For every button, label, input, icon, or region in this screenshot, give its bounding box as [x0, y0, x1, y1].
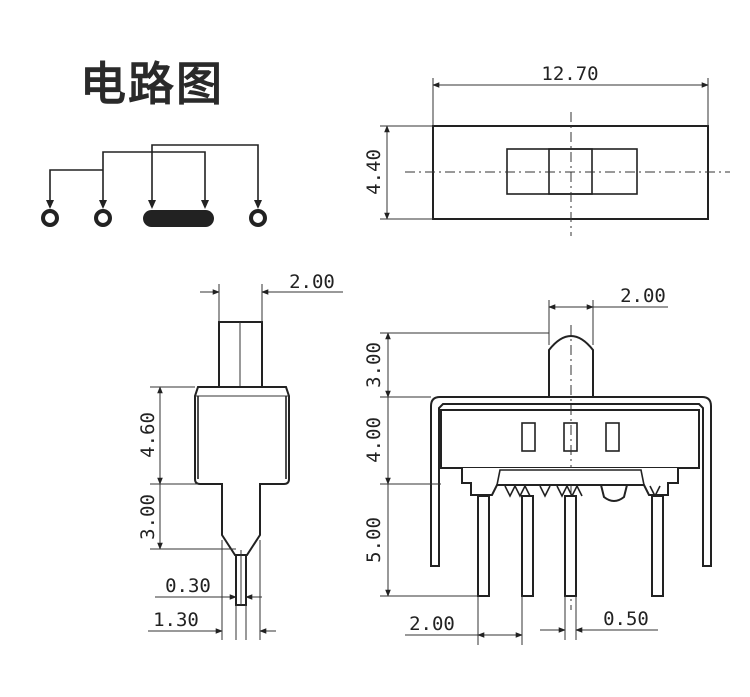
dim-pin-pitch: 2.00 — [409, 613, 455, 635]
terminal-2-icon — [94, 209, 112, 227]
page-title: 电路图 — [80, 57, 224, 111]
dim-top-height: 4.40 — [363, 149, 385, 195]
dim-pin-width: 0.50 — [603, 608, 649, 630]
dim-front-pin-length: 5.00 — [363, 517, 385, 563]
dim-side-pin-thickness: 0.30 — [165, 575, 211, 597]
slider-contact-icon — [143, 210, 214, 227]
dim-front-actuator-width: 2.00 — [620, 285, 666, 307]
dim-side-pin-taper: 3.00 — [137, 494, 159, 540]
terminal-4-icon — [249, 209, 267, 227]
side-view: 2.00 4.60 3.00 0.30 1.30 — [137, 271, 343, 640]
terminal-1-icon — [41, 209, 59, 227]
dim-front-body-height: 4.00 — [363, 417, 385, 463]
dim-side-actuator-height: 4.60 — [137, 412, 159, 458]
circuit-diagram — [41, 144, 267, 227]
dim-side-actuator-width: 2.00 — [289, 271, 335, 293]
front-view: 2.00 3.00 4.00 5.00 2.00 0.50 — [363, 285, 712, 645]
dim-top-width: 12.70 — [541, 63, 598, 85]
dim-side-pin-width: 1.30 — [153, 609, 199, 631]
top-view: 12.70 4.40 — [363, 63, 730, 236]
dim-front-actuator-height: 3.00 — [363, 342, 385, 388]
